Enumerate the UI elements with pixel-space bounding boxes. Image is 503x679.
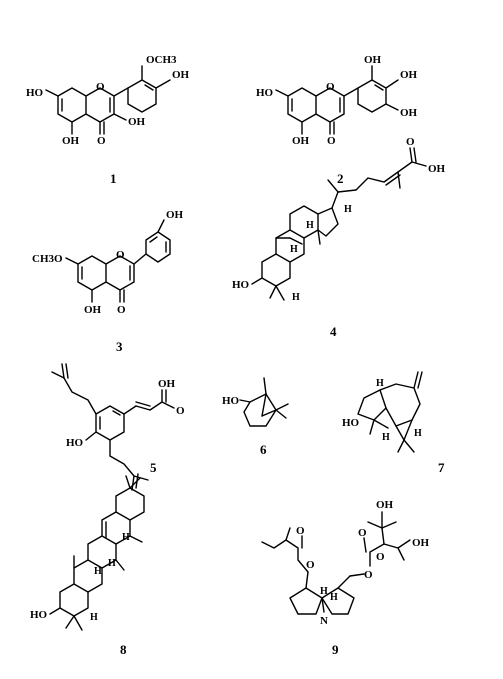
compound-4-label-acid-oxygen: O xyxy=(406,136,415,148)
compound-2-structure xyxy=(275,65,399,135)
compound-5-label-acid-hydroxy: OH xyxy=(158,378,176,390)
compound-1-label-hydroxy-5: OH xyxy=(62,135,80,147)
compound-4-structure xyxy=(251,147,427,301)
compound-2-label-hydroxy-3prime: OH xyxy=(364,54,382,66)
compound-9-structure xyxy=(261,511,411,615)
compound-5-label-acid-oxygen: O xyxy=(176,405,185,417)
compound-8-label-h-5: H xyxy=(90,612,98,623)
compound-5-structure xyxy=(51,363,175,491)
compound-4-label-h-8: H xyxy=(306,220,314,231)
compound-7-number: 7 xyxy=(438,460,445,475)
compound-1-number: 1 xyxy=(110,171,117,186)
compound-6-structure xyxy=(239,377,289,427)
compound-9-label-nitrogen: N xyxy=(320,615,328,627)
compound-2-label-carbonyl-oxygen: O xyxy=(327,135,336,147)
compound-9-label-oxygen-quaternary: O xyxy=(376,551,385,563)
compound-9-label-ester-oxygen-right: O xyxy=(364,569,373,581)
compound-3-number: 3 xyxy=(116,339,123,354)
compound-7-label-h-top: H xyxy=(376,378,384,389)
compound-2-label-hydroxy-5: OH xyxy=(292,135,310,147)
compound-7-structure xyxy=(357,371,423,453)
compound-9-label-h-right: H xyxy=(330,592,338,603)
compound-4-label-h-5: H xyxy=(292,292,300,303)
compound-9-label-hydroxy-side: OH xyxy=(412,537,430,549)
compound-7-label-h-left: H xyxy=(382,432,390,443)
compound-9-label-ester-oxygen-left: O xyxy=(306,559,315,571)
compound-8-structure xyxy=(49,475,145,631)
compound-5-label-phenol-hydroxy: HO xyxy=(66,437,84,449)
compound-8-label-h-9: H xyxy=(94,566,102,577)
compound-9-label-hydroxy-top: OH xyxy=(376,499,394,511)
compound-3-label-ring-oxygen: O xyxy=(116,249,125,261)
compound-8-number: 8 xyxy=(120,642,127,657)
compound-9-label-ester-carbonyl-left: O xyxy=(296,525,305,537)
compound-3-structure xyxy=(65,219,171,303)
compound-1-label-hydroxy-4prime: OH xyxy=(172,69,190,81)
compound-4-number: 4 xyxy=(330,324,337,339)
compound-1-structure xyxy=(45,65,171,135)
compound-6-number: 6 xyxy=(260,442,267,457)
compound-3-label-methoxy: CH3O xyxy=(32,253,63,265)
compound-1-label-carbonyl-oxygen: O xyxy=(97,135,106,147)
compound-3-label-hydroxy-5: OH xyxy=(84,304,102,316)
compound-4-label-hydroxy-3: HO xyxy=(232,279,250,291)
compound-2-label-hydroxy-5prime: OH xyxy=(400,107,418,119)
compound-2-number: 2 xyxy=(337,171,344,186)
compound-9-label-h-left: H xyxy=(320,586,328,597)
compound-1-label-hydroxy-7: HO xyxy=(26,87,44,99)
compound-1-label-hydroxy-3: OH xyxy=(128,116,146,128)
compound-3-label-carbonyl-oxygen: O xyxy=(117,304,126,316)
compound-2-label-hydroxy-7: HO xyxy=(256,87,274,99)
compound-6-label-hydroxy: HO xyxy=(222,395,240,407)
compound-4-label-h-9: H xyxy=(290,244,298,255)
compound-7-label-h-right: H xyxy=(414,428,422,439)
compound-2-label-ring-oxygen: O xyxy=(326,81,335,93)
compound-1-label-methoxy: OCH3 xyxy=(146,54,177,66)
compound-9-label-ester-carbonyl-right: O xyxy=(358,527,367,539)
compound-8-label-h-13: H xyxy=(108,558,116,569)
compound-4-label-h-17: H xyxy=(344,204,352,215)
compound-7-label-hydroxy: HO xyxy=(342,417,360,429)
compound-9-number: 9 xyxy=(332,642,339,657)
compound-5-number: 5 xyxy=(150,460,157,475)
compound-3-label-hydroxy-4prime: OH xyxy=(166,209,184,221)
compound-8-label-h-18: H xyxy=(122,532,130,543)
compound-2-label-hydroxy-4prime: OH xyxy=(400,69,418,81)
compound-8-label-hydroxy: HO xyxy=(30,609,48,621)
compound-1-label-ring-oxygen: O xyxy=(96,81,105,93)
compound-4-label-acid-hydroxy: OH xyxy=(428,163,446,175)
